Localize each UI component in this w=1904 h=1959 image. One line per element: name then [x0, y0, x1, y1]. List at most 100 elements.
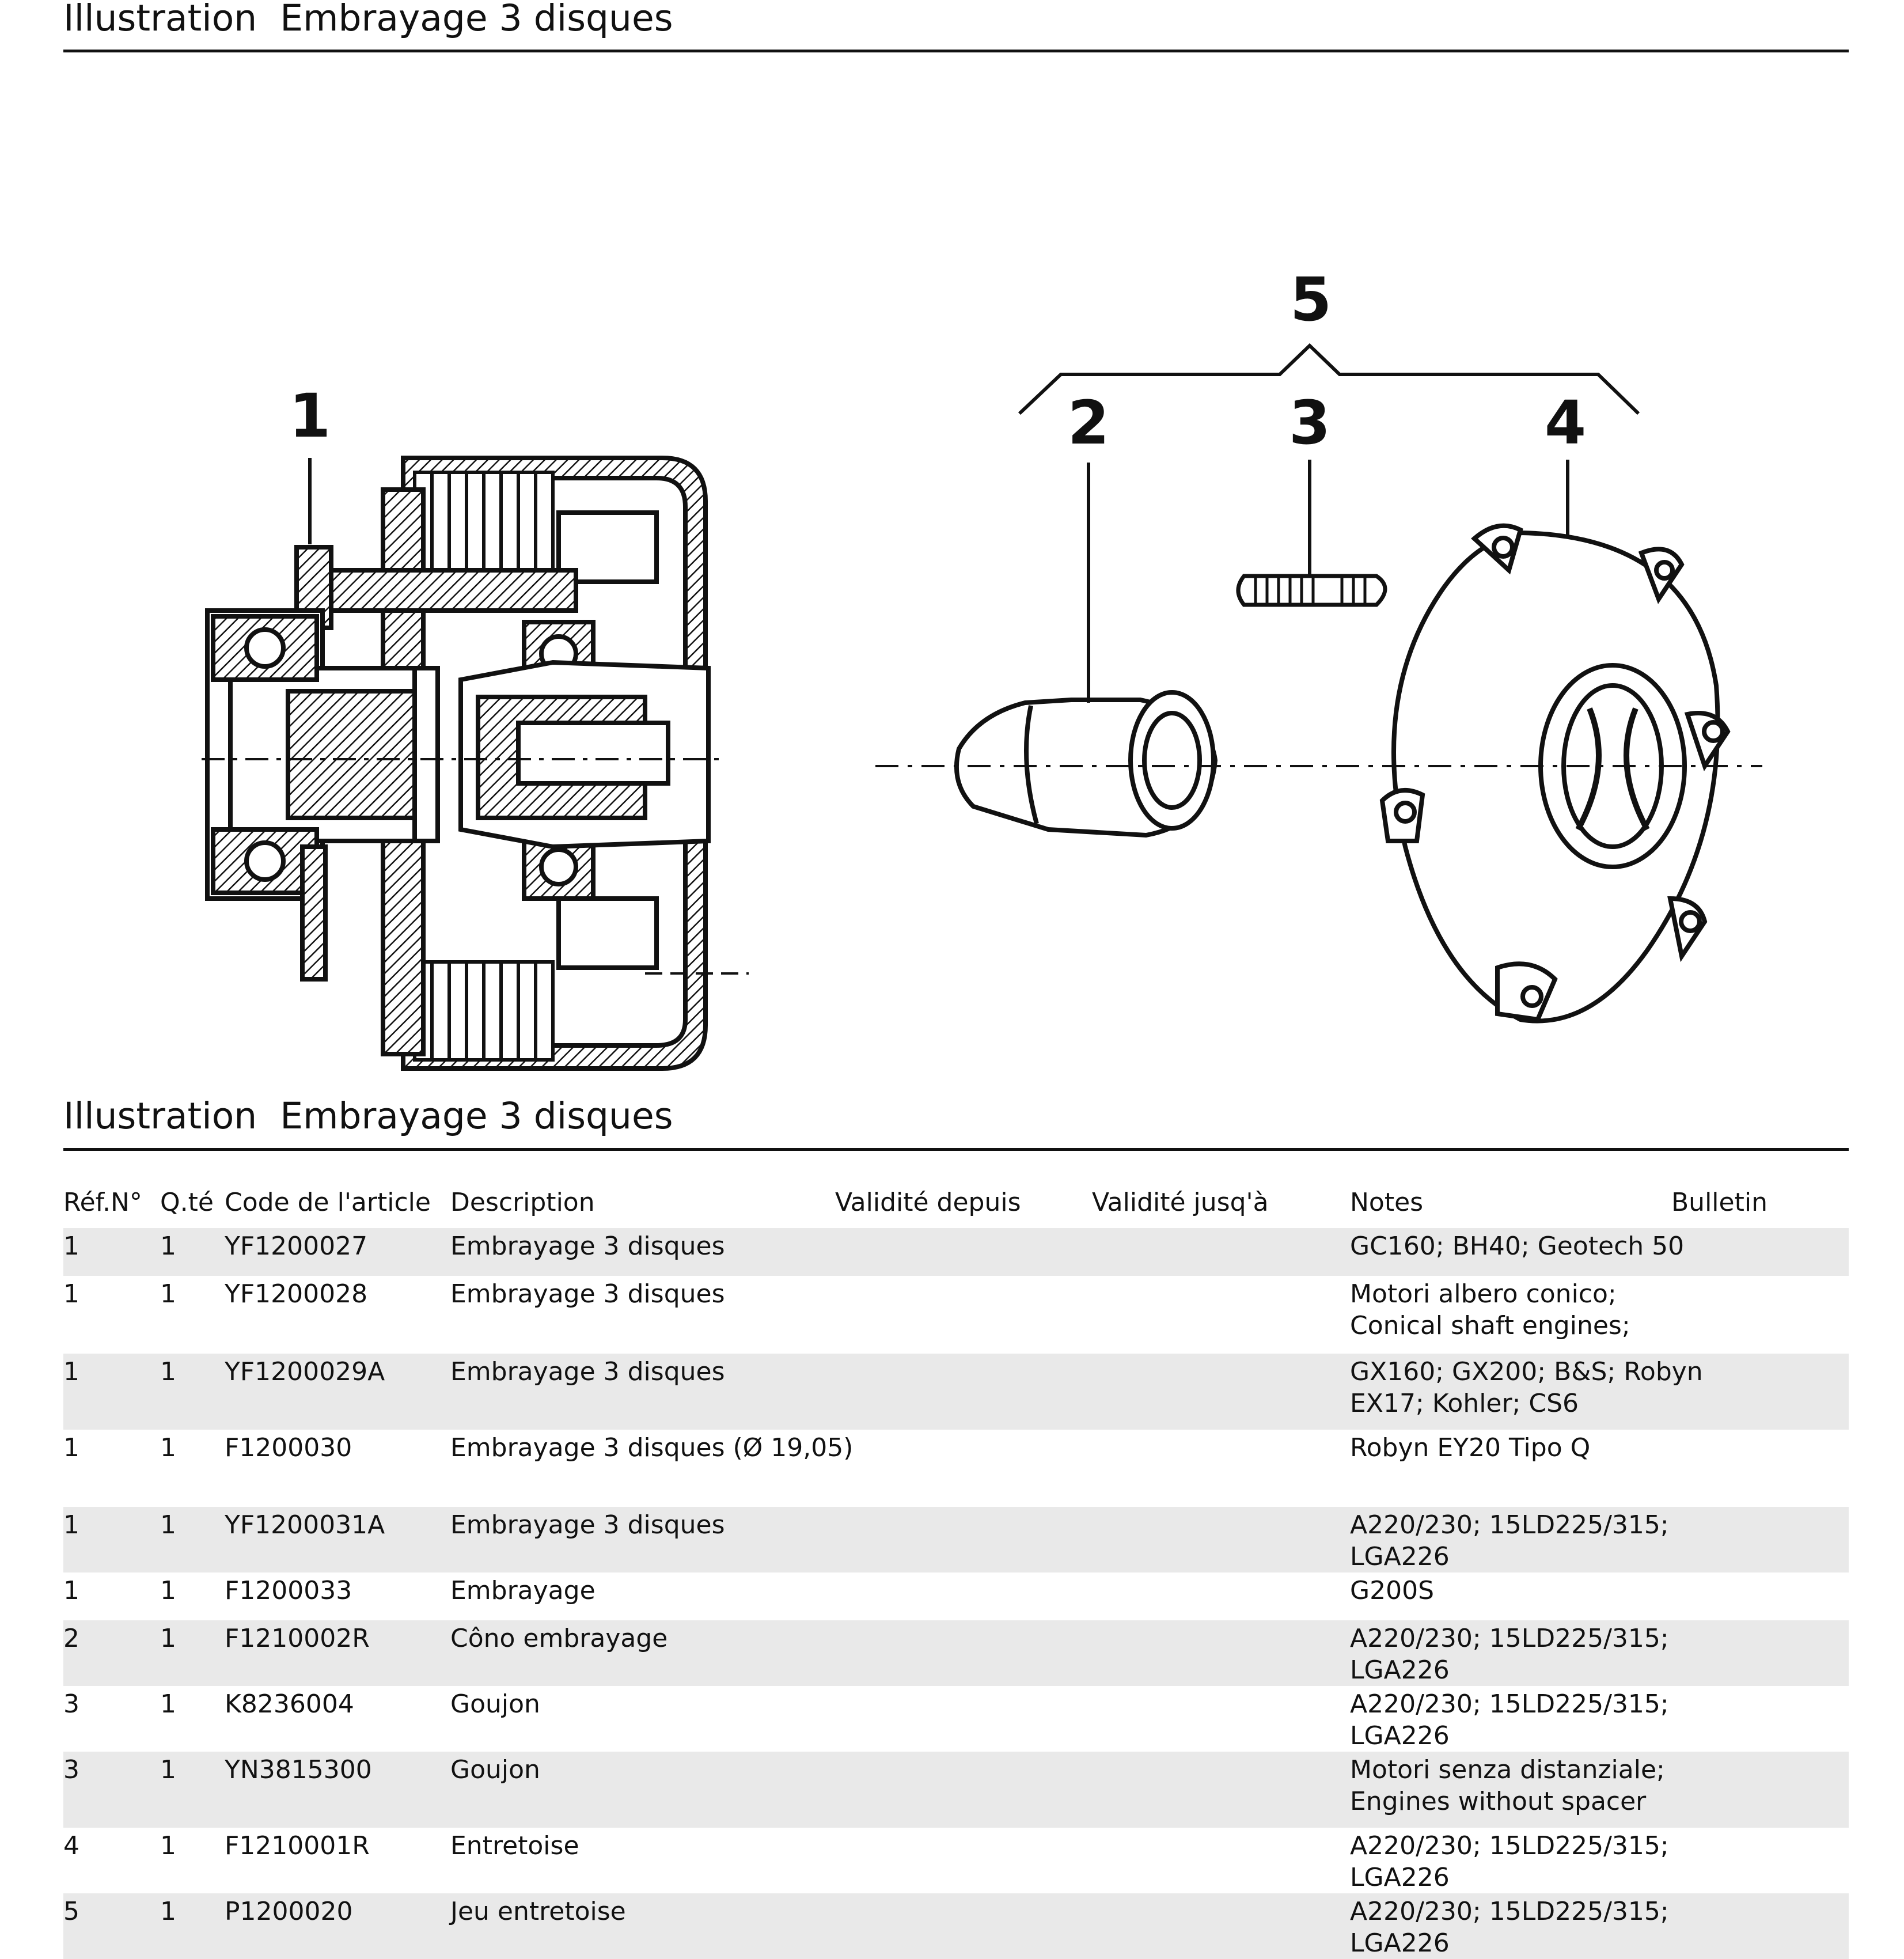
- header-rule-top: [63, 50, 1849, 52]
- cell-from: [835, 1893, 1092, 1959]
- stud-drawing: [1236, 460, 1387, 607]
- note-line: LGA226: [1350, 1928, 1450, 1958]
- cell-notes: G200S: [1350, 1572, 1671, 1620]
- note-line: Conical shaft engines;: [1350, 1311, 1630, 1340]
- cell-bulletin: [1671, 1228, 1849, 1276]
- cell-ref: 3: [63, 1752, 160, 1828]
- cell-from: [835, 1572, 1092, 1620]
- callout-5: 5: [1290, 264, 1332, 335]
- cell-qty: 1: [160, 1433, 176, 1462]
- cell-qty: 1: [160, 1507, 225, 1572]
- cell-code: YF1200031A: [225, 1507, 450, 1572]
- cell-from: [835, 1828, 1092, 1893]
- cell-from: [835, 1228, 1092, 1276]
- cell-bulletin: [1671, 1572, 1849, 1620]
- cell-to: [1092, 1507, 1350, 1572]
- header-title: Embrayage 3 disques: [280, 0, 673, 39]
- cell-bulletin: [1671, 1893, 1849, 1959]
- cell-to: [1092, 1828, 1350, 1893]
- cell-code: YN3815300: [225, 1752, 450, 1828]
- cell-notes: GC160; BH40; Geotech 50: [1350, 1228, 1685, 1276]
- cell-qty: 1: [160, 1354, 225, 1430]
- cell-ref: 1: [63, 1228, 160, 1276]
- note-line: Robyn EY20 Tipo Q: [1350, 1433, 1591, 1462]
- cell-to: [1092, 1686, 1350, 1752]
- note-line: LGA226: [1350, 1542, 1450, 1571]
- cell-bulletin: [1671, 1620, 1849, 1686]
- cell-bulletin: [1671, 1752, 1849, 1828]
- cell-from: [835, 1354, 1092, 1430]
- cell-bulletin: [1671, 1828, 1849, 1893]
- cell-from: [835, 1507, 1092, 1572]
- cell-from: [835, 1752, 1092, 1828]
- cell-ref: 4: [63, 1831, 79, 1861]
- cell-desc: Embrayage 3 disques: [450, 1354, 835, 1430]
- cell-qty: 1: [160, 1576, 176, 1605]
- note-line: Motori albero conico;: [1350, 1279, 1617, 1309]
- cell-code: F1210002R: [225, 1620, 450, 1686]
- cell-desc: Embrayage 3 disques: [450, 1507, 835, 1572]
- note-line: Motori senza distanziale;: [1350, 1755, 1665, 1784]
- clutch-assembly-drawing: [202, 456, 749, 1071]
- cell-desc: Jeu entretoise: [450, 1893, 835, 1959]
- column-header-ref: Réf.N°: [63, 1188, 142, 1217]
- cell-desc: Goujon: [450, 1689, 540, 1719]
- header-label: Illustration: [63, 0, 257, 39]
- note-line: LGA226: [1350, 1655, 1450, 1685]
- note-line: A220/230; 15LD225/315;: [1350, 1897, 1669, 1926]
- callout-4: 4: [1545, 388, 1586, 458]
- cell-notes: Robyn EY20 Tipo Q: [1350, 1430, 1671, 1507]
- cell-ref: 1: [63, 1507, 160, 1572]
- cell-code: F1200033: [225, 1576, 352, 1605]
- cell-ref: 1: [63, 1433, 79, 1462]
- cell-notes: A220/230; 15LD225/315;LGA226: [1350, 1893, 1671, 1959]
- header-rule-mid: [63, 1148, 1849, 1151]
- cell-ref: 3: [63, 1689, 79, 1719]
- note-line: GX160; GX200; B&S; Robyn: [1350, 1357, 1703, 1386]
- page-header-top: Illustration Embrayage 3 disques: [63, 0, 673, 36]
- cell-qty: 1: [160, 1279, 176, 1309]
- cell-qty: 1: [160, 1620, 225, 1686]
- note-line: EX17; Kohler; CS6: [1350, 1389, 1579, 1418]
- cell-qty: 1: [160, 1752, 225, 1828]
- cell-desc: Entretoise: [450, 1831, 579, 1861]
- cell-desc: Embrayage 3 disques: [450, 1279, 725, 1309]
- cell-notes: A220/230; 15LD225/315;LGA226: [1350, 1620, 1671, 1686]
- header-label: Illustration: [63, 1095, 257, 1137]
- cell-to: [1092, 1893, 1350, 1959]
- cell-bulletin: [1671, 1276, 1849, 1354]
- cell-qty: 1: [160, 1831, 176, 1861]
- note-line: A220/230; 15LD225/315;: [1350, 1624, 1669, 1653]
- note-line: A220/230; 15LD225/315;: [1350, 1831, 1669, 1861]
- exploded-parts-diagram: 1 2 3 4 5: [202, 264, 1762, 1071]
- cell-code: F1200030: [225, 1433, 352, 1462]
- cell-from: [835, 1276, 1092, 1354]
- cell-ref: 1: [63, 1354, 160, 1430]
- callout-1: 1: [289, 381, 331, 451]
- column-header-code: Code de l'article: [225, 1188, 431, 1217]
- cell-qty: 1: [160, 1228, 225, 1276]
- note-line: G200S: [1350, 1576, 1435, 1605]
- cell-to: [1092, 1572, 1350, 1620]
- cell-ref: 1: [63, 1576, 79, 1605]
- cell-qty: 1: [160, 1893, 225, 1959]
- cell-bulletin: [1671, 1430, 1849, 1507]
- note-line: LGA226: [1350, 1721, 1450, 1750]
- callout-2: 2: [1068, 388, 1109, 458]
- note-line: GC160; BH40; Geotech 50: [1350, 1232, 1685, 1261]
- cell-qty: 1: [160, 1689, 176, 1719]
- cell-notes: Motori albero conico;Conical shaft engin…: [1350, 1276, 1671, 1354]
- note-line: LGA226: [1350, 1863, 1450, 1892]
- cell-from: [835, 1620, 1092, 1686]
- cell-notes: Motori senza distanziale;Engines without…: [1350, 1752, 1671, 1828]
- column-header-notes: Notes: [1350, 1188, 1424, 1217]
- cell-from: [835, 1430, 1092, 1507]
- cell-to: [1092, 1620, 1350, 1686]
- callout-3: 3: [1289, 388, 1330, 458]
